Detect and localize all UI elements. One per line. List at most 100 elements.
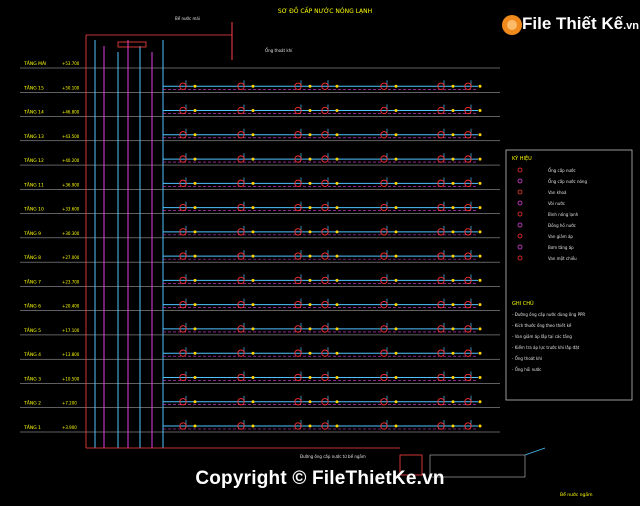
water-heater-icon — [464, 155, 472, 163]
water-heater-icon — [179, 398, 187, 406]
tank-outlet-pipe — [524, 447, 546, 456]
valve-icon — [451, 375, 455, 379]
water-heater-icon — [437, 373, 445, 382]
water-heater-icon — [237, 349, 245, 357]
water-heater-icon — [237, 228, 245, 236]
floor-label: TẦNG MÁI — [23, 59, 46, 67]
legend-item: Vòi nước — [548, 201, 565, 206]
water-heater-icon — [380, 422, 388, 430]
water-heater-icon — [321, 349, 329, 357]
filethietke-logo — [502, 15, 522, 35]
note-item: - Kiểm tra áp lực trước khi lắp đặt — [512, 345, 580, 350]
water-heater-icon — [179, 228, 187, 236]
valve-icon — [193, 400, 197, 404]
valve-icon — [193, 84, 197, 88]
valve-icon — [251, 424, 255, 428]
valve-icon — [478, 351, 482, 355]
water-heater-icon — [380, 106, 388, 115]
valve-icon — [335, 375, 339, 379]
valve-icon — [193, 327, 197, 331]
valve-icon — [451, 327, 455, 331]
valve-icon — [251, 303, 255, 307]
water-heater-icon — [464, 179, 472, 187]
floor-label: TẦNG 4 — [23, 350, 41, 358]
valve-icon — [193, 278, 197, 282]
valve-icon — [394, 84, 398, 88]
floor-label: TẦNG 15 — [23, 83, 44, 91]
valve-icon — [251, 254, 255, 258]
water-heater-icon — [237, 179, 245, 187]
valve-icon — [193, 375, 197, 379]
valve-icon — [394, 133, 398, 137]
valve-icon — [193, 351, 197, 355]
floor-level: +17.100 — [62, 328, 80, 333]
valve-icon — [308, 400, 312, 404]
water-heater-icon — [464, 398, 472, 406]
valve-icon — [308, 254, 312, 258]
floor-label: TẦNG 9 — [23, 229, 41, 237]
valve-icon — [251, 181, 255, 185]
floor-label: TẦNG 14 — [23, 108, 44, 116]
water-heater-icon — [464, 325, 472, 333]
valve-icon — [308, 181, 312, 185]
water-heater-icon — [380, 398, 388, 406]
water-heater-icon — [464, 301, 472, 309]
water-heater-icon — [437, 155, 445, 163]
legend-symbol-icon — [517, 211, 523, 217]
valve-icon — [451, 84, 455, 88]
floor-level: +10.500 — [62, 376, 80, 381]
valve-icon — [478, 424, 482, 428]
valve-icon — [394, 109, 398, 113]
valve-icon — [335, 327, 339, 331]
valve-icon — [335, 424, 339, 428]
valve-icon — [394, 424, 398, 428]
valve-icon — [308, 351, 312, 355]
valve-icon — [308, 303, 312, 307]
water-heater-icon — [321, 252, 329, 260]
floor-level: +7.200 — [62, 401, 77, 406]
fixtures — [179, 82, 482, 430]
valve-icon — [478, 133, 482, 137]
water-heater-icon — [380, 373, 388, 382]
floor-label: TẦNG 7 — [23, 277, 41, 285]
water-heater-icon — [237, 203, 245, 212]
legend-item: Ống cấp nước — [548, 168, 576, 173]
notes-title: GHI CHÚ — [512, 300, 534, 307]
water-heater-icon — [294, 398, 302, 406]
water-heater-icon — [321, 422, 329, 430]
water-heater-icon — [380, 252, 388, 260]
legend-item: Van giảm áp — [548, 234, 573, 239]
valve-icon — [394, 181, 398, 185]
tank-label: Bể nước ngầm — [560, 490, 593, 498]
legend-symbol-icon — [517, 255, 523, 261]
water-heater-icon — [179, 106, 187, 115]
floor-label: TẦNG 13 — [23, 132, 44, 140]
copyright-watermark: Copyright © FileThietKe.vn — [195, 468, 445, 489]
floor-level: +13.800 — [62, 352, 80, 357]
water-heater-icon — [464, 252, 472, 260]
water-heater-icon — [321, 155, 329, 163]
valve-icon — [451, 230, 455, 234]
valve-icon — [308, 375, 312, 379]
water-heater-icon — [294, 106, 302, 115]
valve-icon — [451, 181, 455, 185]
floor-label: TẦNG 2 — [23, 399, 41, 407]
water-heater-icon — [380, 325, 388, 333]
water-heater-icon — [179, 179, 187, 187]
water-heater-icon — [237, 276, 245, 285]
valve-icon — [478, 278, 482, 282]
legend-symbol-icon — [517, 189, 523, 195]
valve-icon — [478, 400, 482, 404]
water-heater-icon — [237, 301, 245, 309]
valve-icon — [451, 424, 455, 428]
floor-level: +50.100 — [62, 85, 80, 90]
water-heater-icon — [464, 349, 472, 357]
water-heater-icon — [321, 131, 329, 139]
valve-icon — [308, 206, 312, 210]
water-heater-icon — [179, 349, 187, 357]
valve-icon — [308, 230, 312, 234]
valve-icon — [308, 109, 312, 113]
valve-icon — [251, 84, 255, 88]
